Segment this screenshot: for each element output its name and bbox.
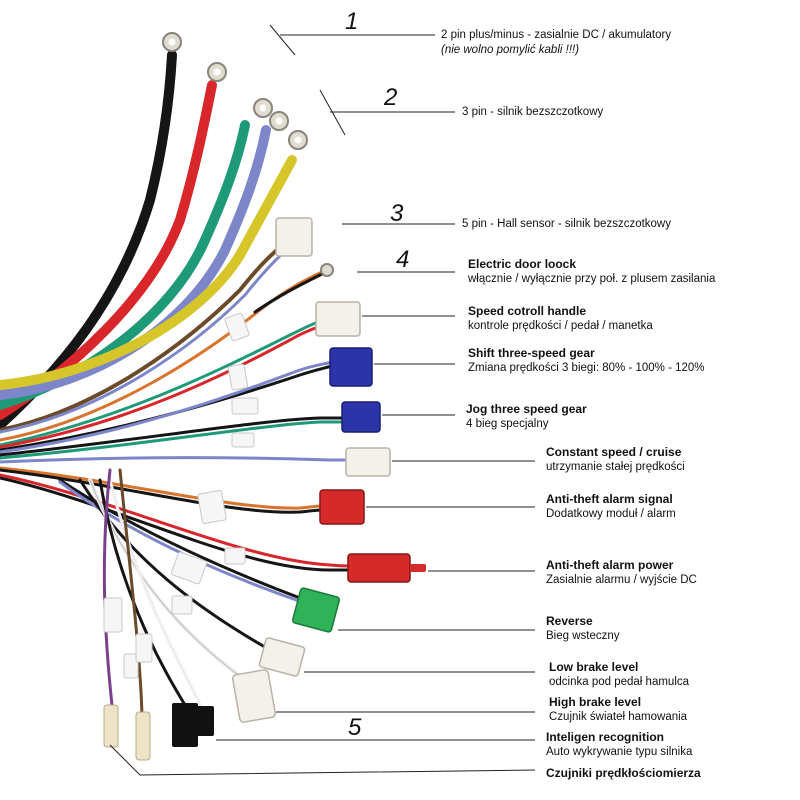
wire-jog-gear: [0, 416, 346, 457]
connector-low-brake: [258, 637, 306, 677]
wire-yellow-phase: [0, 155, 297, 390]
wire-cruise: [0, 456, 350, 464]
label-pin2: 2 pin plus/minus - zasialnie DC / akumul…: [441, 28, 671, 58]
label-door-lock: Electric door loock włącznie / wyłącznie…: [468, 257, 715, 287]
callout-number-2: 2: [384, 84, 398, 111]
wire-alarm-power: [0, 473, 352, 568]
connector-cruise: [345, 447, 391, 477]
connector-speed-handle: [315, 301, 361, 337]
label-cruise-sub: utrzymanie stałej prędkości: [546, 461, 685, 473]
connector-shift-gear: [329, 347, 373, 387]
label-pin3-line1: 3 pin - silnik bezszczotkowy: [462, 106, 604, 118]
label-reverse-title: Reverse: [546, 614, 593, 628]
label-pin5-line1: 5 pin - Hall sensor - silnik bezszczotko…: [462, 218, 671, 230]
callout-number-1: 1: [345, 8, 359, 35]
connector-alarm-power: [347, 553, 411, 583]
label-pin5: 5 pin - Hall sensor - silnik bezszczotko…: [462, 217, 671, 232]
wire-door-lock: [0, 270, 324, 442]
label-low-brake-title: Low brake level: [549, 660, 639, 674]
connector-intel-recognition: [172, 703, 198, 747]
label-reverse: Reverse Bieg wsteczny: [546, 614, 620, 644]
connector-hall-5pin: [275, 217, 313, 257]
label-high-brake: High brake level Czujnik świateł hamowan…: [549, 695, 687, 725]
label-shift-gear-title: Shift three-speed gear: [468, 346, 595, 360]
label-jog-gear: Jog three speed gear 4 bieg specjalny: [466, 402, 587, 432]
ring-terminal-door: [320, 263, 334, 277]
label-speed-handle: Speed cotroll handle kontrole prędkości …: [468, 304, 653, 334]
label-pin3: 3 pin - silnik bezszczotkowy: [462, 105, 603, 120]
connector-high-brake: [231, 669, 277, 723]
wire-blue-phase: [0, 125, 271, 400]
label-alarm-power: Anti-theft alarm power Zasialnie alarmu …: [546, 558, 697, 588]
label-pin2-line1: 2 pin plus/minus - zasialnie DC / akumul…: [441, 29, 672, 41]
label-alarm-power-sub: Zasialnie alarmu / wyjście DC: [546, 574, 697, 586]
connectors: [103, 217, 426, 761]
wire-reverse: [58, 478, 302, 600]
wire-speed-handle: [0, 320, 320, 447]
label-pin2-line2: (nie wolno pomylić kabli !!!): [441, 44, 580, 56]
connector-reverse: [291, 587, 341, 633]
label-alarm-signal-sub: Dodatkowy moduł / alarm: [546, 508, 676, 520]
label-jog-gear-title: Jog three speed gear: [466, 402, 587, 416]
wire-low-brake: [78, 478, 272, 652]
label-intel-recognition-sub: Auto wykrywanie typu silnika: [546, 746, 693, 758]
callout-number-5: 5: [348, 714, 362, 741]
wire-alarm-signal: [0, 466, 324, 510]
label-reverse-sub: Bieg wsteczny: [546, 630, 620, 642]
label-alarm-power-title: Anti-theft alarm power: [546, 558, 674, 572]
label-shift-gear-sub: Zmiana prędkości 3 biegi: 80% - 100% - 1…: [468, 362, 705, 374]
wire-shift-gear: [0, 364, 334, 452]
label-high-brake-title: High brake level: [549, 695, 642, 709]
wire-speedometer: [102, 468, 114, 707]
callout-number-3: 3: [390, 200, 404, 227]
ring-terminals: [162, 32, 308, 150]
label-door-lock-sub: włącznie / wyłącznie przy poł. z plusem …: [468, 273, 716, 285]
label-door-lock-title: Electric door loock: [468, 257, 577, 271]
callout-number-4: 4: [396, 246, 410, 273]
label-intel-recognition-title: Inteligen recognition: [546, 730, 665, 744]
wire-bundle: [0, 32, 352, 717]
connector-speedometer: [103, 704, 119, 748]
label-jog-gear-sub: 4 bieg specjalny: [466, 418, 549, 430]
wire-tags: [103, 312, 259, 679]
label-intel-recognition: Inteligen recognition Auto wykrywanie ty…: [546, 730, 692, 760]
leader-lines: [109, 24, 536, 776]
label-alarm-signal-title: Anti-theft alarm signal: [546, 492, 673, 506]
label-speed-handle-title: Speed cotroll handle: [468, 304, 587, 318]
label-cruise: Constant speed / cruise utrzymanie stałe…: [546, 445, 685, 475]
connector-jog-gear: [341, 401, 381, 433]
connector-alarm-signal: [319, 489, 365, 525]
wire-hall-bundle: [0, 238, 292, 432]
label-low-brake-sub: odcinka pod pedał hamulca: [549, 676, 690, 688]
label-speed-handle-sub: kontrole prędkości / pedał / manetka: [468, 320, 653, 332]
label-speedometer: Czujniki prędkłościomierza: [546, 766, 701, 781]
label-speedometer-title: Czujniki prędkłościomierza: [546, 766, 701, 780]
label-low-brake: Low brake level odcinka pod pedał hamulc…: [549, 660, 689, 690]
label-cruise-title: Constant speed / cruise: [546, 445, 682, 459]
label-shift-gear: Shift three-speed gear Zmiana prędkości …: [468, 346, 705, 376]
wire-intel-recognition: [98, 478, 187, 707]
label-alarm-signal: Anti-theft alarm signal Dodatkowy moduł …: [546, 492, 676, 522]
label-high-brake-sub: Czujnik świateł hamowania: [549, 711, 688, 723]
